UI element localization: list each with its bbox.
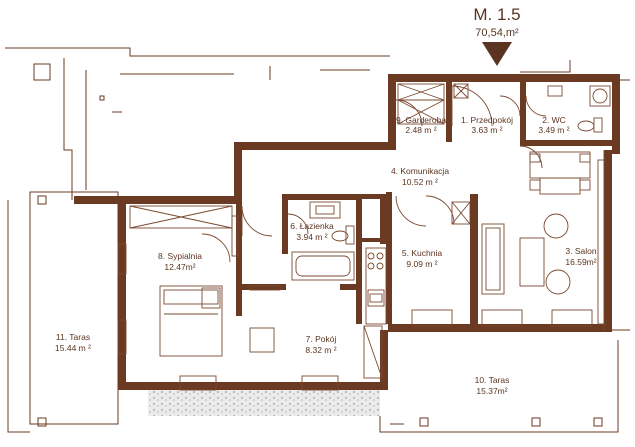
room-area-lazienka: 3.94 m ² — [296, 232, 327, 242]
room-area-wc: 3.49 m ² — [538, 125, 569, 135]
room-name-wc: 2. WC — [542, 115, 566, 125]
room-area-salon: 16.59m² — [565, 257, 596, 267]
living-furniture — [481, 151, 605, 325]
surrounding-outline — [5, 47, 630, 200]
windows — [117, 215, 593, 391]
room-area-sypialnia: 12.47m² — [164, 262, 195, 272]
room-name-taras10: 10. Taras — [475, 375, 510, 385]
wardrobe-fixtures — [129, 83, 471, 379]
room-name-lazienka: 6. Łazienka — [290, 221, 334, 231]
room-name-komunikacja: 4. Komunikacja — [391, 166, 449, 176]
kitchen-fixtures — [365, 247, 387, 325]
terrace-10 — [148, 329, 630, 433]
apartment-total-area: 70,54,m² — [475, 27, 519, 39]
room-area-taras11: 15.44 m ² — [55, 343, 91, 353]
room-area-garderoba: 2.48 m ² — [405, 125, 436, 135]
room-area-taras10: 15.37m² — [476, 386, 507, 396]
apartment-number: M. 1.5 — [473, 5, 520, 24]
room-name-sypialnia: 8. Sypialnia — [158, 251, 202, 261]
room-area-przedpokoj: 3.63 m ² — [471, 125, 502, 135]
interior-walls — [236, 82, 612, 330]
room-area-komunikacja: 10.52 m ² — [402, 177, 438, 187]
room-labels: 9. Garderoba 2.48 m ² 1. Przedpokój 3.63… — [55, 115, 597, 396]
room-name-kuchnia: 5. Kuchnia — [402, 248, 442, 258]
room-name-przedpokoj: 1. Przedpokój — [461, 115, 513, 125]
room-name-garderoba: 9. Garderoba — [396, 115, 446, 125]
room-name-salon: 3. Salon — [565, 246, 596, 256]
apartment-header: M. 1.5 70,54,m² — [473, 5, 521, 66]
bathroom-fixtures — [291, 201, 355, 281]
entrance-arrow-icon — [482, 42, 512, 66]
room-name-pokoj: 7. Pokój — [306, 334, 337, 344]
terrace-11 — [7, 191, 119, 433]
door-swings — [201, 85, 547, 263]
exterior-walls — [74, 74, 620, 390]
room-name-taras11: 11. Taras — [56, 332, 90, 342]
bedroom-furniture — [159, 285, 275, 357]
room-area-pokoj: 8.32 m ² — [305, 345, 336, 355]
room-area-kuchnia: 9.09 m ² — [406, 259, 437, 269]
